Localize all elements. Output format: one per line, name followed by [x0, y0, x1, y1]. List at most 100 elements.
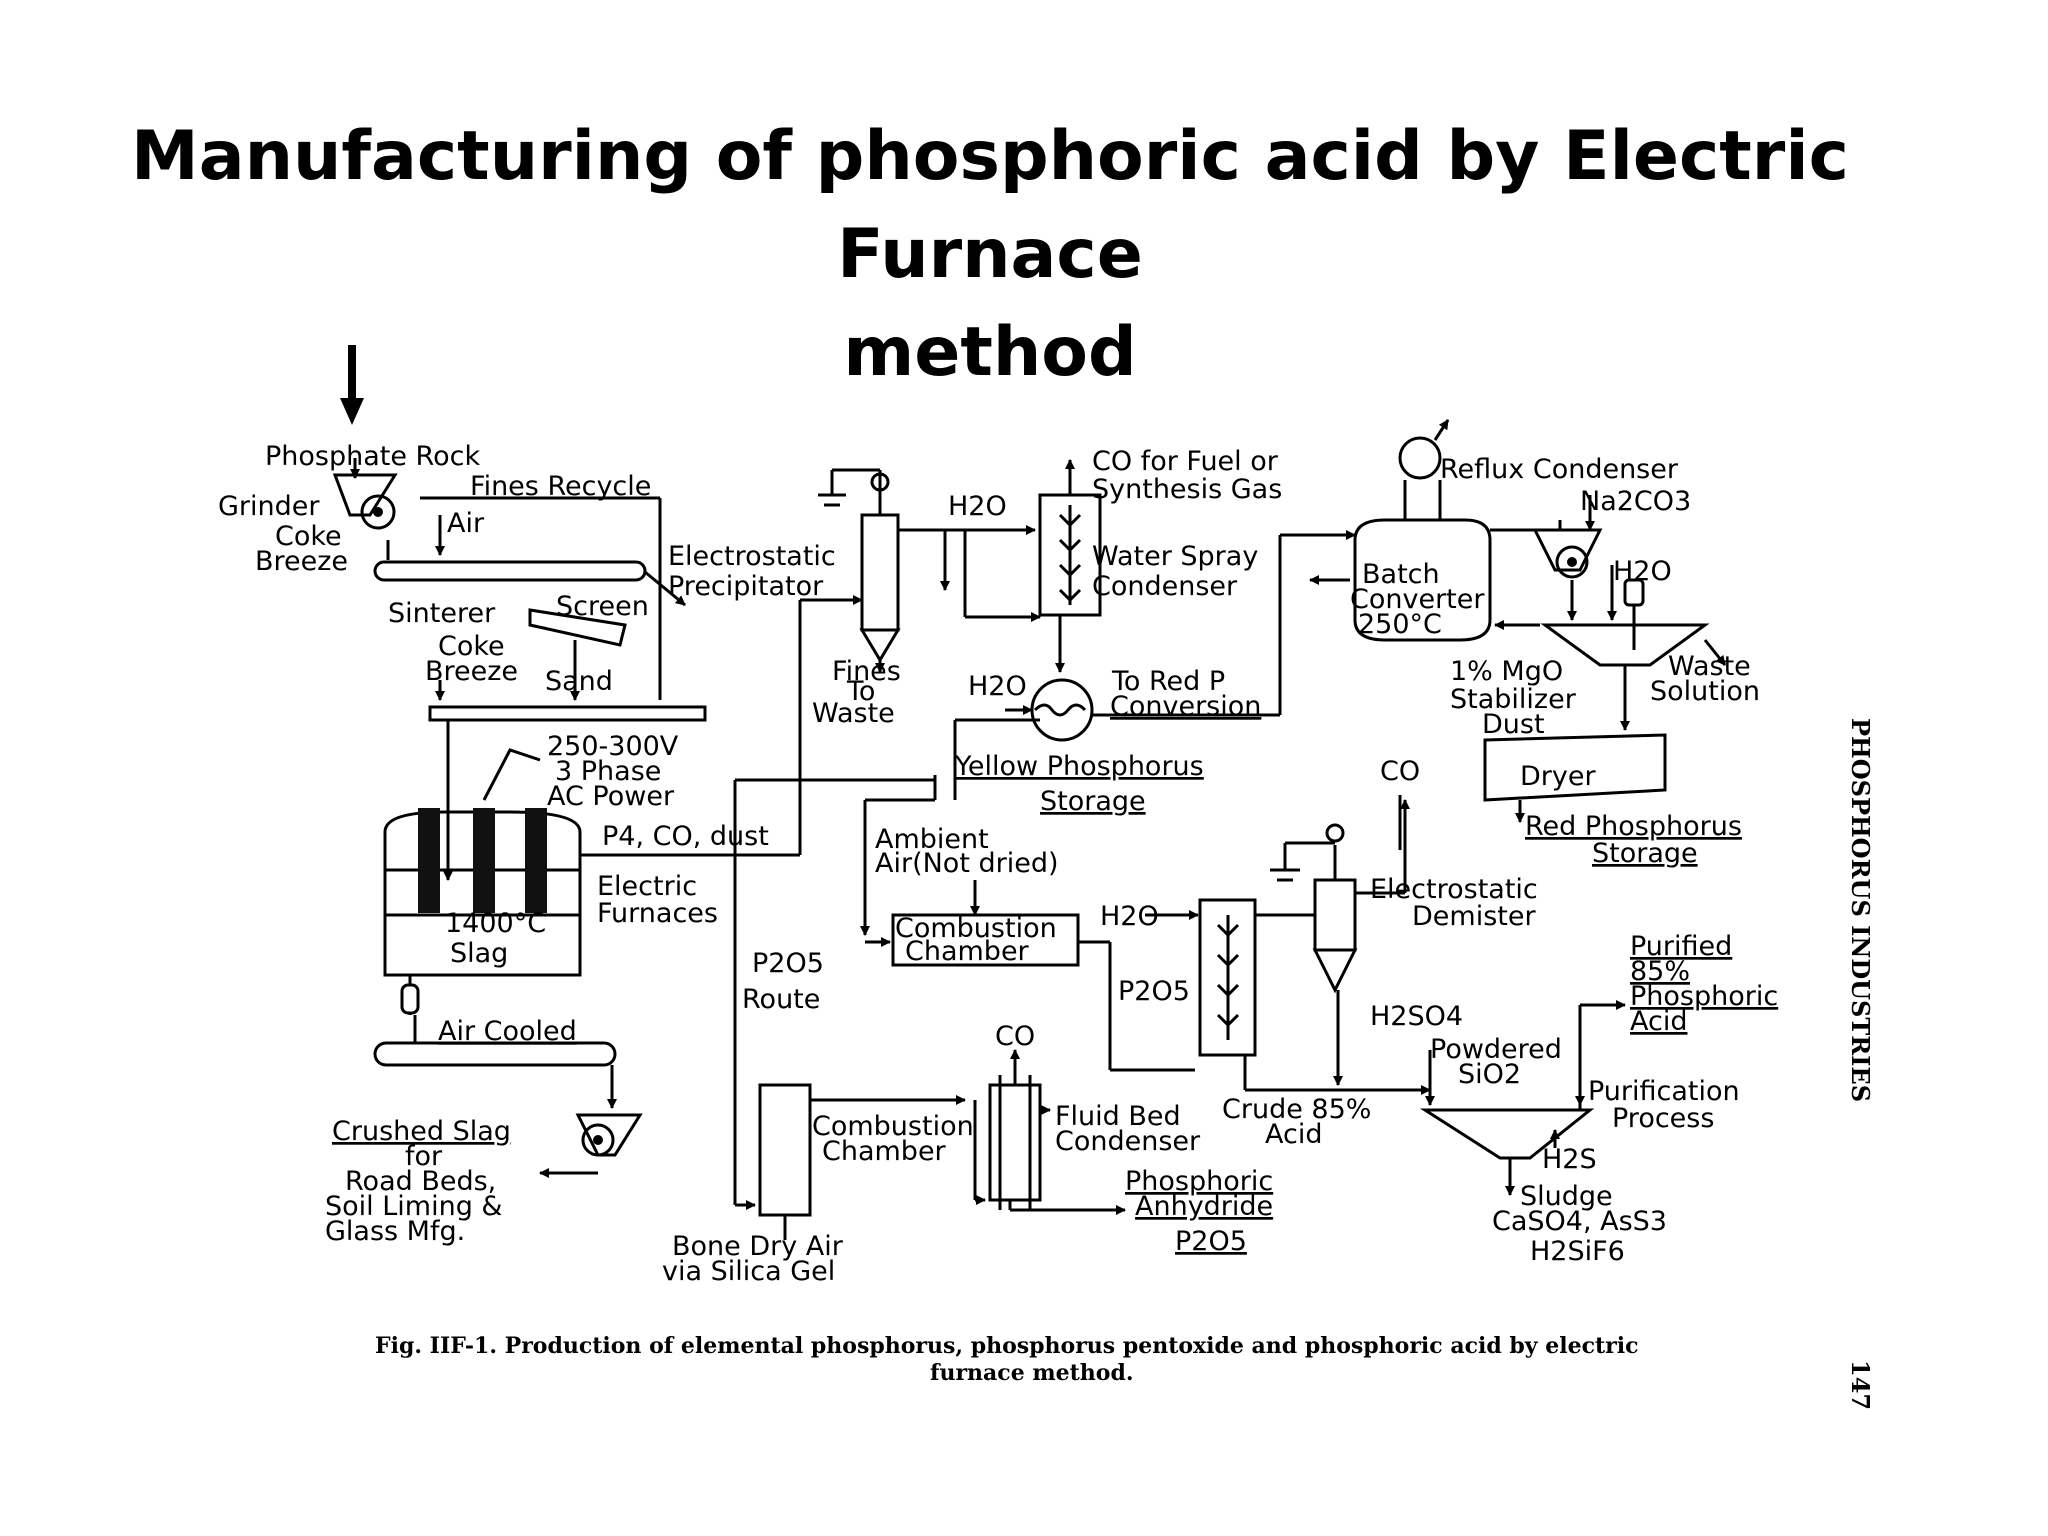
label-h2so4: H2SO4: [1370, 1001, 1463, 1032]
label-road-beds: Road Beds,: [345, 1166, 496, 1197]
label-ambient-air-b: Air(Not dried): [875, 848, 1059, 879]
label-purified-d: Acid: [1630, 1006, 1687, 1037]
label-sludge-a: CaSO4, AsS3: [1492, 1206, 1667, 1237]
label-h2s: H2S: [1542, 1144, 1597, 1175]
label-electrostatic-demister-a: Electrostatic: [1370, 874, 1538, 905]
title-line-1: Manufacturing of phosphoric acid by Elec…: [131, 117, 1849, 294]
label-phosphoric-anhydride-b: Anhydride: [1135, 1191, 1273, 1222]
label-fines-recycle: Fines Recycle: [470, 471, 651, 502]
label-coke-1b: Breeze: [255, 546, 348, 577]
label-p4-co-dust: P4, CO, dust: [602, 821, 769, 852]
label-h2o-1: H2O: [948, 491, 1007, 522]
label-combustion-a1: Combustion: [895, 913, 1057, 944]
label-furnace-temp: 1400°C: [445, 908, 546, 939]
sinterer-conveyor: [373, 560, 647, 582]
label-p2o5-mid: P2O5: [1118, 976, 1190, 1007]
label-batch-a: Batch: [1362, 559, 1440, 590]
electrostatic-demister: [1270, 799, 1410, 1086]
label-fluid-bed-b: Condenser: [1055, 1126, 1201, 1157]
label-air: Air: [447, 508, 485, 539]
label-purified-a: Purified: [1630, 931, 1732, 962]
label-co-3: CO: [995, 1021, 1035, 1052]
fluid-bed-condenser: [988, 1049, 1126, 1215]
label-grinder: Grinder: [218, 491, 320, 522]
purification-unit: [1419, 1000, 1626, 1196]
diagram-labels: Phosphate Rock Fines Recycle Grinder Air…: [218, 441, 1778, 1287]
label-to-red-p-b: Conversion: [1110, 691, 1261, 722]
crusher-icon: [575, 1113, 643, 1157]
electric-furnace: [383, 720, 582, 1015]
label-purified-c: Phosphoric: [1630, 981, 1778, 1012]
label-dryer: Dryer: [1520, 761, 1596, 792]
label-red-p-b: Storage: [1592, 838, 1698, 869]
label-dust: Dust: [1482, 709, 1545, 740]
title-line-2: method: [843, 313, 1137, 392]
label-combustion-b2: Chamber: [822, 1136, 947, 1167]
label-soil-liming: Soil Liming &: [325, 1191, 502, 1222]
label-co-fuel-b: Synthesis Gas: [1092, 474, 1282, 505]
label-fines-to-waste-b: To: [846, 676, 875, 707]
figure-caption: Fig. IIF-1. Production of elemental phos…: [375, 1333, 1638, 1386]
label-crushed-slag: Crushed Slag: [332, 1116, 511, 1147]
water-spray-condenser: [940, 459, 1102, 673]
p2o5-route: [733, 778, 986, 1240]
label-mgo: 1% MgO: [1450, 656, 1563, 687]
label-h2o-3: H2O: [1613, 556, 1672, 587]
dryer: [1398, 733, 1667, 850]
page-number: 147: [1846, 1360, 1875, 1410]
separator-icon: [1540, 623, 1710, 667]
label-air-cooled: Air Cooled: [438, 1016, 577, 1047]
label-stabilizer: Stabilizer: [1450, 684, 1577, 715]
label-reflux-condenser: Reflux Condenser: [1440, 454, 1679, 485]
label-electric-furnaces-b: Furnaces: [597, 898, 718, 929]
label-phase: 3 Phase: [555, 756, 661, 787]
label-fines-to-waste-a: Fines: [832, 656, 901, 687]
label-bone-dry-a: Bone Dry Air: [672, 1231, 844, 1262]
label-water-spray-b: Condenser: [1092, 571, 1238, 602]
label-yellow-p-a: Yellow Phosphorus: [954, 751, 1204, 782]
label-phosphoric-anhydride-c: P2O5: [1175, 1226, 1247, 1257]
label-slag: Slag: [450, 938, 508, 969]
label-coke-2b: Breeze: [425, 656, 518, 687]
label-electric-furnaces-a: Electric: [597, 871, 697, 902]
label-electrostatic-demister-b: Demister: [1412, 901, 1536, 932]
label-co-fuel-a: CO for Fuel or: [1092, 446, 1279, 477]
caption-line-1: Fig. IIF-1. Production of elemental phos…: [375, 1333, 1638, 1359]
label-p2o5-route-b: Route: [742, 984, 820, 1015]
label-fluid-bed-a: Fluid Bed: [1055, 1101, 1181, 1132]
label-coke-2a: Coke: [438, 631, 505, 662]
label-sludge: Sludge: [1520, 1181, 1613, 1212]
label-bone-dry-b: via Silica Gel: [662, 1256, 835, 1287]
label-combustion-a2: Chamber: [905, 936, 1030, 967]
label-electrostatic-precipitator-b: Precipitator: [668, 571, 824, 602]
label-combustion-b1: Combustion: [812, 1111, 974, 1142]
caption-line-2: furnace method.: [930, 1360, 1134, 1386]
label-waste-solution-a: Waste: [1668, 651, 1751, 682]
slide-title: Manufacturing of phosphoric acid by Elec…: [60, 108, 1920, 402]
label-co-2: CO: [1380, 756, 1420, 787]
label-crude-acid-b: Acid: [1265, 1119, 1322, 1150]
furnace-feed-conveyor: [428, 705, 707, 722]
label-voltage: 250-300V: [547, 731, 679, 762]
electrostatic-precipitator: [818, 468, 1036, 673]
label-h2o-2: H2O: [968, 671, 1027, 702]
grinder-icon: [332, 473, 398, 530]
label-yellow-p-b: Storage: [1040, 786, 1146, 817]
label-powdered-sio2-a: Powdered: [1430, 1034, 1562, 1065]
label-sinterer: Sinterer: [388, 598, 496, 629]
p2o5-hydrator: [1145, 898, 1431, 1095]
feed-arrow: [340, 345, 364, 425]
reflux-condenser-icon: [1398, 436, 1442, 480]
batch-converter: [1309, 419, 1562, 642]
label-ambient-air-a: Ambient: [875, 824, 989, 855]
label-glass-mfg: Glass Mfg.: [325, 1216, 465, 1247]
label-batch-c: 250°C: [1358, 609, 1442, 640]
label-electrostatic-precipitator-a: Electrostatic: [668, 541, 836, 572]
label-crude-acid-a: Crude 85%: [1222, 1094, 1371, 1125]
label-phosphoric-anhydride-a: Phosphoric: [1125, 1166, 1273, 1197]
label-sand: Sand: [545, 666, 613, 697]
label-h2o-4: H2O: [1100, 901, 1159, 932]
label-crushed-for: for: [405, 1141, 443, 1172]
na2co3-feeder: [1532, 495, 1727, 731]
